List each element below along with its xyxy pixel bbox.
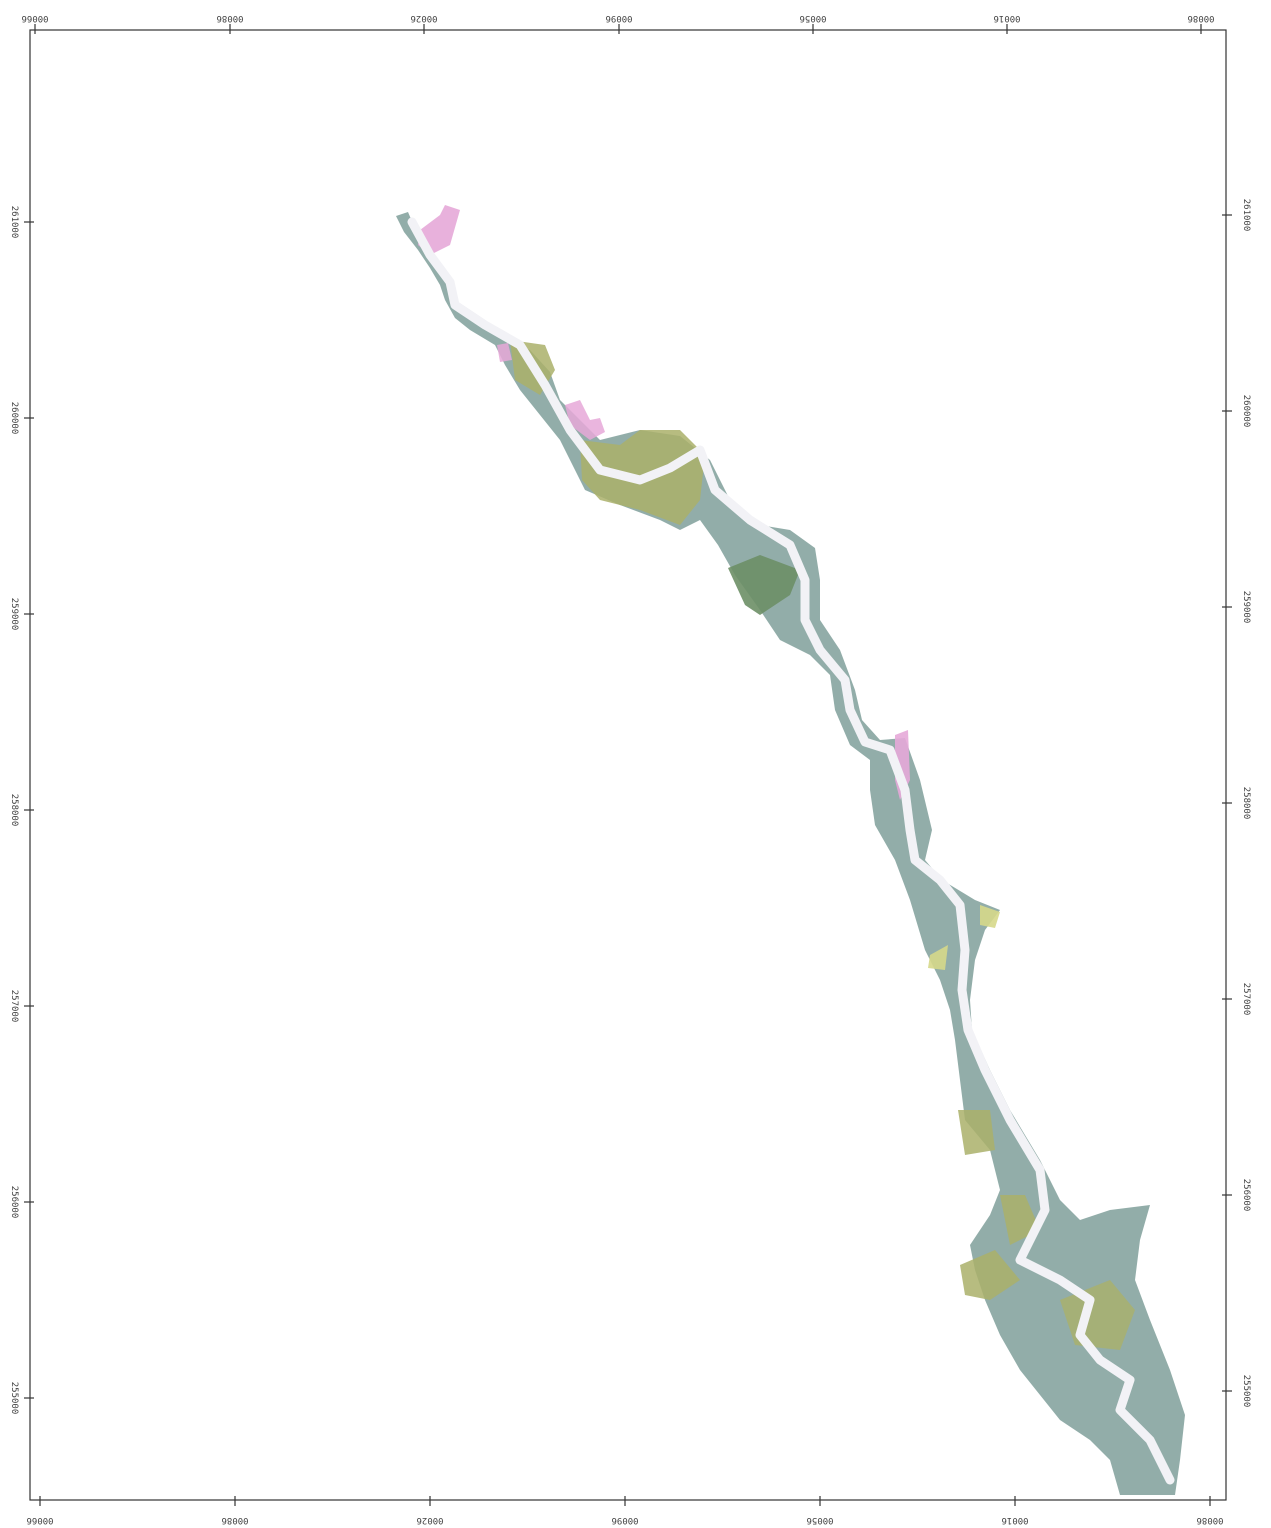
crop-olive-5 xyxy=(960,1250,1020,1300)
grid-label-left: 257000 xyxy=(9,990,19,1023)
bottom-grid-labels: 00066 00086 00026 00096 00056 00016 0008… xyxy=(26,1515,1223,1525)
grid-label-top: 00026 xyxy=(410,13,437,23)
grid-label-right: 257000 xyxy=(1241,983,1251,1016)
grid-label-right: 256000 xyxy=(1241,1179,1251,1212)
meadow-light-yellow xyxy=(980,905,1000,928)
grid-label-right: 255000 xyxy=(1241,1375,1251,1408)
grid-label-bottom: 00096 xyxy=(611,1515,638,1525)
grid-label-left: 256000 xyxy=(9,1186,19,1219)
forest-dark-green xyxy=(728,555,800,615)
grid-label-top: 00086 xyxy=(1187,13,1214,23)
river-channel xyxy=(407,217,1175,1485)
urban-pink-3 xyxy=(565,400,605,440)
land-cover-corridor xyxy=(396,205,1185,1495)
top-grid-labels: 00066 00086 00026 00096 00056 00016 0008… xyxy=(21,13,1214,23)
grid-label-bottom: 00086 xyxy=(1196,1515,1223,1525)
grid-label-top: 00086 xyxy=(216,13,243,23)
grid-label-right: 261000 xyxy=(1241,199,1251,232)
grid-label-bottom: 00026 xyxy=(416,1515,443,1525)
grid-label-right: 259000 xyxy=(1241,591,1251,624)
grid-label-right: 258000 xyxy=(1241,787,1251,820)
grid-label-right: 260000 xyxy=(1241,395,1251,428)
grid-label-bottom: 00066 xyxy=(26,1515,53,1525)
grid-label-left: 260000 xyxy=(9,402,19,435)
crop-olive-3 xyxy=(958,1110,995,1155)
grid-label-top: 00056 xyxy=(799,13,826,23)
grid-label-top: 00066 xyxy=(21,13,48,23)
right-grid-labels: 261000 260000 259000 258000 257000 25600… xyxy=(1241,199,1251,1408)
grid-label-top: 00016 xyxy=(993,13,1020,23)
grid-label-left: 261000 xyxy=(9,206,19,239)
grid-label-bottom: 00056 xyxy=(806,1515,833,1525)
tick-marks xyxy=(24,24,1232,1506)
meadow-light-yellow xyxy=(928,945,948,970)
urban-pink-1 xyxy=(418,205,460,255)
map-frame xyxy=(29,29,1227,1501)
grid-label-top: 00096 xyxy=(605,13,632,23)
grid-label-left: 258000 xyxy=(9,794,19,827)
grid-label-bottom: 00086 xyxy=(221,1515,248,1525)
grid-label-left: 259000 xyxy=(9,598,19,631)
grid-label-left: 255000 xyxy=(9,1382,19,1415)
left-grid-labels: 261000 260000 259000 258000 257000 25600… xyxy=(9,206,19,1415)
grid-label-bottom: 00016 xyxy=(1001,1515,1028,1525)
urban-pink-2 xyxy=(497,343,512,362)
